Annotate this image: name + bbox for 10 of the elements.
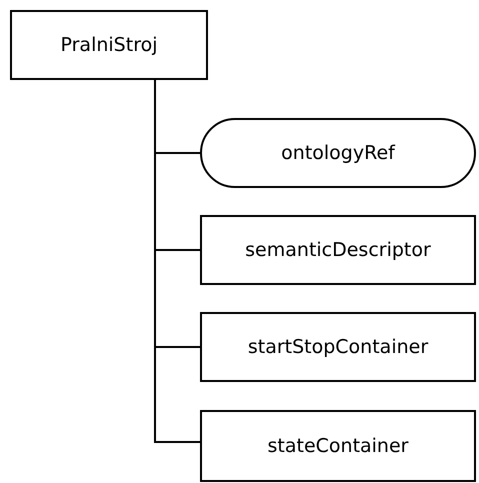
class-box xyxy=(10,10,208,80)
node-label: semanticDescriptor xyxy=(245,239,431,261)
class-box xyxy=(200,410,476,482)
node-label: PralniStroj xyxy=(60,34,158,56)
class-box xyxy=(200,312,476,382)
class-box xyxy=(200,215,476,285)
node-label: startStopContainer xyxy=(248,336,428,358)
node-label: ontologyRef xyxy=(281,142,395,164)
connector-line xyxy=(154,80,200,443)
node-label: stateContainer xyxy=(268,435,408,457)
